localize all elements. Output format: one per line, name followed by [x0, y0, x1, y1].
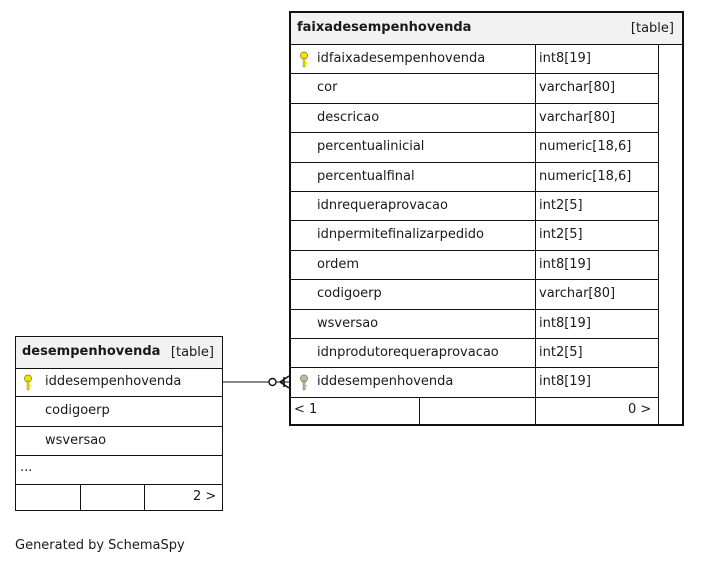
column-name: iddesempenhovenda: [45, 374, 182, 389]
table-row[interactable]: iddesempenhovenda: [15, 368, 223, 398]
table-row[interactable]: cor varchar[80]: [291, 74, 658, 104]
table-row[interactable]: descricao varchar[80]: [291, 104, 658, 134]
table-row[interactable]: idnpermitefinalizarpedido int2[5]: [291, 221, 658, 251]
column-type: numeric[18,6]: [539, 139, 632, 155]
table-faixadesempenhovenda[interactable]: faixadesempenhovenda [table] idfaixadese…: [289, 11, 684, 426]
column-name: idnpermitefinalizarpedido: [317, 227, 484, 243]
table-type-label: [table]: [170, 345, 214, 360]
column-name: descricao: [317, 109, 380, 125]
more-columns-ellipsis: ...: [20, 460, 33, 475]
parents-count[interactable]: < 1: [294, 402, 318, 417]
generator-credit: Generated by SchemaSpy: [15, 538, 185, 553]
more-columns-row: ...: [15, 456, 223, 485]
table-row[interactable]: iddesempenhovenda int8[19]: [291, 368, 658, 398]
table-row[interactable]: wsversao int8[19]: [291, 310, 658, 339]
table-row[interactable]: ordem int8[19]: [291, 251, 658, 281]
table-row[interactable]: idnprodutorequeraprovacao int2[5]: [291, 339, 658, 369]
column-type: int8[19]: [539, 51, 591, 66]
column-name: percentualfinal: [317, 168, 415, 184]
column-name: codigoerp: [317, 286, 382, 302]
column-type: varchar[80]: [539, 109, 616, 125]
zero-cardinality-marker: [268, 377, 277, 387]
column-type: int2[5]: [539, 227, 583, 243]
column-name: percentualinicial: [317, 139, 425, 155]
column-name: codigoerp: [45, 403, 110, 419]
table-row[interactable]: percentualinicial numeric[18,6]: [291, 133, 658, 163]
column-type: int8[19]: [539, 374, 591, 390]
column-type: numeric[18,6]: [539, 168, 632, 184]
column-name: wsversao: [317, 315, 379, 331]
primary-key-icon: [300, 51, 308, 68]
column-type: int8[19]: [539, 315, 591, 331]
table-type-label: [table]: [630, 21, 674, 36]
column-name: wsversao: [45, 432, 107, 448]
table-row[interactable]: codigoerp: [15, 397, 223, 427]
column-name: idnprodutorequeraprovacao: [317, 345, 499, 360]
column-name: iddesempenhovenda: [317, 374, 454, 390]
column-type: int8[19]: [539, 256, 591, 272]
table-name: faixadesempenhovenda: [297, 20, 472, 35]
table-row[interactable]: idfaixadesempenhovenda int8[19]: [291, 45, 658, 75]
foreign-key-icon: [300, 374, 308, 391]
children-count[interactable]: 2 >: [193, 489, 217, 504]
column-type: varchar[80]: [539, 286, 616, 302]
table-name: desempenhovenda: [22, 344, 161, 359]
primary-key-icon: [24, 374, 32, 391]
column-type: int2[5]: [539, 345, 583, 360]
column-name: ordem: [317, 256, 359, 272]
table-row[interactable]: wsversao: [15, 427, 223, 456]
column-type: int2[5]: [539, 198, 583, 213]
table-row[interactable]: percentualfinal numeric[18,6]: [291, 163, 658, 192]
table-header: faixadesempenhovenda [table]: [291, 13, 682, 45]
column-type: varchar[80]: [539, 80, 616, 96]
table-row[interactable]: idnrequeraprovacao int2[5]: [291, 192, 658, 222]
table-header: desempenhovenda [table]: [16, 337, 222, 369]
column-name: cor: [317, 80, 338, 96]
column-name: idnrequeraprovacao: [317, 198, 448, 213]
table-row[interactable]: codigoerp varchar[80]: [291, 280, 658, 310]
children-count[interactable]: 0 >: [628, 402, 652, 417]
table-desempenhovenda[interactable]: desempenhovenda [table] iddesempenhovend…: [15, 336, 223, 511]
column-name: idfaixadesempenhovenda: [317, 51, 486, 66]
